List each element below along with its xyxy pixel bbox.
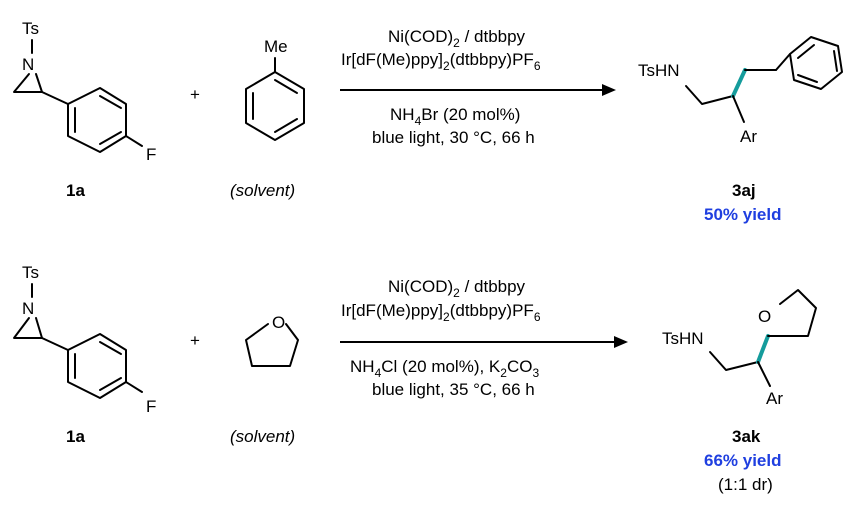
n-label: N xyxy=(22,55,34,74)
solvent-note: (solvent) xyxy=(230,427,295,446)
condition-catalyst-ir: Ir[dF(Me)ppy]2(dtbbpy)PF6 xyxy=(341,50,541,73)
reactant-aziridine-1a-top: Ts N F xyxy=(13,19,156,164)
f-label: F xyxy=(146,397,156,416)
me-label: Me xyxy=(264,37,288,56)
yield-3ak: 66% yield xyxy=(704,451,782,470)
conditions-1: Ni(COD)2 / dtbbpy Ir[dF(Me)ppy]2(dtbbpy)… xyxy=(340,27,616,147)
reaction-1: Ts N F 1a + Me (solvent) Ni(COD)2 / dtbb xyxy=(13,19,843,224)
arrow-head xyxy=(614,336,628,348)
plus-sign: + xyxy=(190,85,200,104)
o-label: O xyxy=(758,307,771,326)
compound-label-1a: 1a xyxy=(66,181,85,200)
ar-label: Ar xyxy=(766,389,783,408)
conditions-2: Ni(COD)2 / dtbbpy Ir[dF(Me)ppy]2(dtbbpy)… xyxy=(340,277,628,399)
new-bond-highlight xyxy=(731,68,747,98)
ts-label: Ts xyxy=(22,19,39,38)
aziridine-ring xyxy=(13,317,43,339)
arrow-head xyxy=(602,84,616,96)
reactant-toluene: Me xyxy=(245,37,305,141)
toluene-ring xyxy=(245,71,305,141)
bond-to-f xyxy=(125,135,143,147)
condition-catalyst-ni: Ni(COD)2 / dtbbpy xyxy=(388,27,526,50)
fluorophenyl-ring xyxy=(67,333,127,399)
reactant-aziridine-1a-bottom: Ts N F xyxy=(13,263,156,416)
benzyl-phenyl-ring xyxy=(789,36,843,90)
thf-ring xyxy=(767,289,817,337)
tshn-label: TsHN xyxy=(662,329,704,348)
n-label: N xyxy=(22,299,34,318)
condition-additive: NH4Br (20 mol%) xyxy=(390,105,520,128)
reactant-thf: O xyxy=(245,313,299,367)
solvent-note: (solvent) xyxy=(230,181,295,200)
condition-catalyst-ni: Ni(COD)2 / dtbbpy xyxy=(388,277,526,300)
ar-label: Ar xyxy=(740,127,757,146)
compound-label-3ak: 3ak xyxy=(732,427,761,446)
bond-to-aryl xyxy=(41,91,69,105)
new-bond-highlight xyxy=(756,334,770,364)
yield-3aj: 50% yield xyxy=(704,205,782,224)
compound-label-1a: 1a xyxy=(66,427,85,446)
product-3ak: TsHN O Ar xyxy=(662,289,817,408)
ts-label: Ts xyxy=(22,263,39,282)
compound-label-3aj: 3aj xyxy=(732,181,756,200)
condition-light-temp-time: blue light, 35 °C, 66 h xyxy=(372,380,535,399)
fluorophenyl-ring xyxy=(67,87,127,153)
f-label: F xyxy=(146,145,156,164)
condition-catalyst-ir: Ir[dF(Me)ppy]2(dtbbpy)PF6 xyxy=(341,301,541,324)
tshn-label: TsHN xyxy=(638,61,680,80)
aziridine-ring xyxy=(13,73,43,93)
condition-light-temp-time: blue light, 30 °C, 66 h xyxy=(372,128,535,147)
dr-note: (1:1 dr) xyxy=(718,475,773,494)
product-3aj: TsHN Ar xyxy=(638,36,843,146)
condition-additive-base: NH4Cl (20 mol%), K2CO3 xyxy=(350,357,539,380)
plus-sign: + xyxy=(190,331,200,350)
o-label: O xyxy=(272,313,285,332)
thf-ring xyxy=(245,323,299,367)
reaction-2: Ts N F 1a + O (solvent) Ni(COD)2 / dtbbp… xyxy=(13,263,817,494)
